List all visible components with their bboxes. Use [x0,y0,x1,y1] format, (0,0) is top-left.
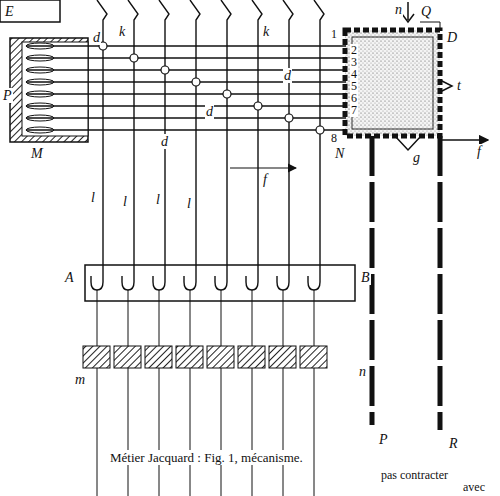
hook [91,0,107,290]
part-letter: k [262,24,270,39]
part-letter: l [90,190,96,205]
hook [308,0,324,290]
part-letter: P [2,88,13,103]
needle [26,45,346,46]
hook [215,0,231,290]
needle [26,81,346,82]
hook [184,0,200,290]
lingot-block [83,346,110,368]
cord [159,290,160,496]
part-letter: f [262,172,268,187]
part-letter: E [4,4,15,19]
part-letter: d [205,104,214,119]
part-letter: R [448,436,459,451]
part-letter: d [92,30,101,45]
needle [26,129,346,130]
part-letter: Q [420,4,432,19]
cord [97,290,98,496]
part-letter: B [360,270,371,285]
part-letter: l [186,196,192,211]
lingot-block [114,346,141,368]
hook [122,0,138,290]
cord [190,290,191,496]
lingot-block [207,346,234,368]
needle-eye [192,78,200,86]
figure-caption: Métier Jacquard : Fig. 1, mécanisme. [110,450,303,465]
cord [252,290,253,496]
part-letter: k [118,24,126,39]
needle [26,57,346,58]
part-letter: P [378,432,389,447]
needle-eye [285,114,293,122]
text-fragment: pas contracter [380,468,449,483]
part-letter: n [394,2,403,17]
needle [26,93,346,94]
lingot-block [145,346,172,368]
callout-number: 7 [350,104,358,117]
text-fragment: avec [462,480,486,495]
needle-eye [254,102,262,110]
lingot-block [300,346,327,368]
cord [283,290,284,496]
part-letter: n [358,364,367,379]
needle [26,105,346,106]
hook [246,0,262,290]
needle [26,69,346,70]
callout-number: 1 [330,28,338,41]
hook [153,0,169,290]
callout-number: 8 [330,132,338,145]
part-letter: D [446,30,458,45]
hook [277,0,293,290]
lingot-block [238,346,265,368]
part-letter: m [74,372,86,387]
part-letter: l [155,192,161,207]
needle-eye [161,66,169,74]
part-letter: d [160,134,169,149]
part-letter: g [412,150,421,165]
needle [26,117,346,118]
needle-eye [130,54,138,62]
needle-eye [223,90,231,98]
part-letter: l [122,194,128,209]
part-letter: d [283,68,292,83]
lingot-block [176,346,203,368]
part-letter: M [30,146,44,161]
cord [128,290,129,496]
lingot-block [269,346,296,368]
cord [221,290,222,496]
part-letter: A [64,270,75,285]
cord [314,290,315,496]
part-letter: f [476,144,482,159]
needle-eye [316,126,324,134]
part-letter: N [334,146,345,161]
part-letter: t [456,78,462,93]
